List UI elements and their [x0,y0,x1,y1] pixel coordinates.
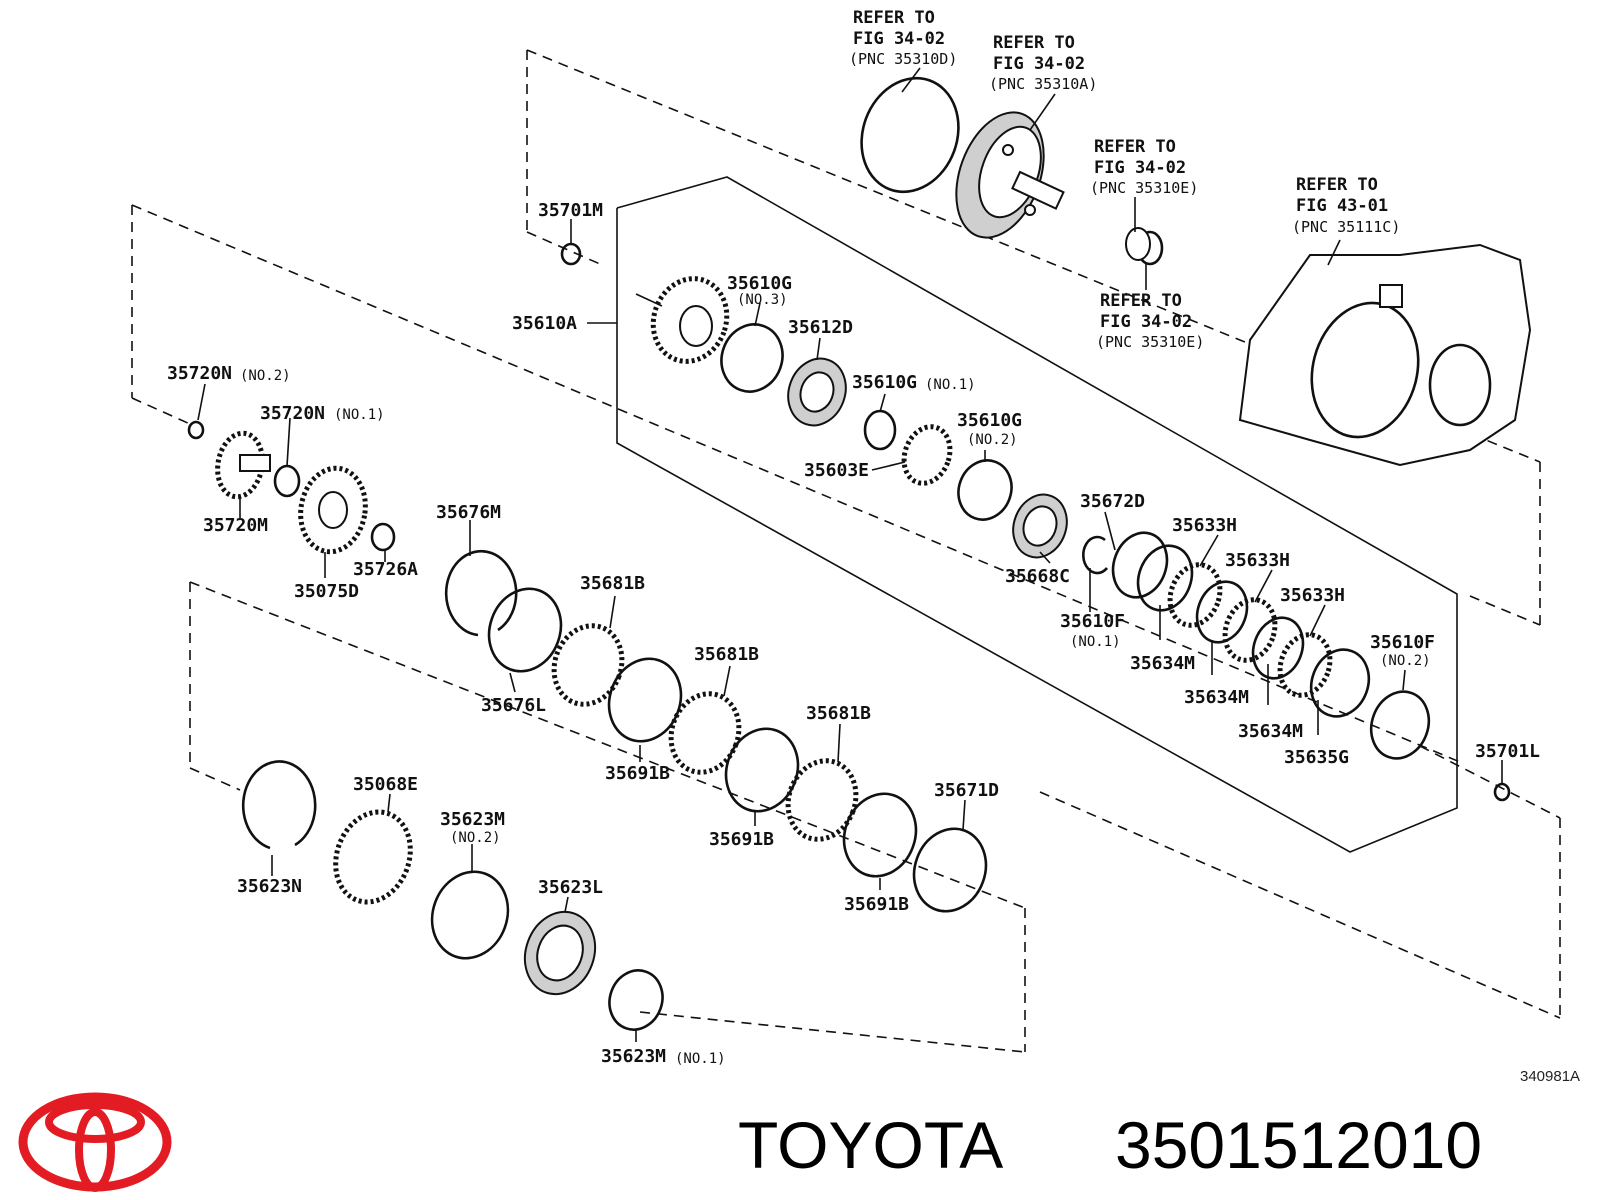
part-label: 35633H [1280,585,1345,606]
figure-id: 340981A [1520,1068,1580,1085]
reference-line3: (PNC 35310A) [989,75,1097,93]
part-label: 35635G [1284,747,1349,768]
part-drawings [187,76,1532,1031]
part-label: 35610G [957,410,1022,431]
reference-line2: FIG 43-01 [1296,196,1388,216]
part-label: 35610A [512,313,577,334]
part-label: 35720M [203,515,268,536]
part-note: (NO.1) [1070,634,1121,650]
clutch-drum-drawing [635,276,730,364]
reference-line1: REFER TO [1094,137,1176,157]
part-label: 35623M [601,1046,666,1067]
reference-line1: REFER TO [1100,291,1182,311]
part-label: 35623M [440,809,505,830]
part-label: 35672D [1080,491,1145,512]
part-label: 35691B [844,894,909,915]
part-label: 35671D [934,780,999,801]
reference-callout-1: REFER TO FIG 34-02 (PNC 35310D) [849,8,957,68]
boundary-lines [131,49,1561,1053]
part-label: 35681B [580,573,645,594]
reference-callout-2: REFER TO FIG 34-02 (PNC 35310A) [989,33,1097,93]
part-label: 35634M [1184,687,1249,708]
part-note: (NO.2) [1380,653,1431,669]
part-note: (NO.2) [450,830,501,846]
reference-line1: REFER TO [853,8,935,28]
part-number: 3501512010 [1115,1108,1482,1182]
part-note: (NO.1) [675,1051,726,1067]
part-label: 35610G [852,372,917,393]
toyota-logo [18,1092,172,1192]
reference-callout-4: REFER TO FIG 43-01 (PNC 35111C) [1292,175,1400,236]
part-label: 35681B [694,644,759,665]
part-label: 35612D [788,317,853,338]
part-label: 35634M [1238,721,1303,742]
part-label: 35720N [260,403,325,424]
reference-line3: (PNC 35310E) [1090,179,1198,197]
part-label: 35623L [538,877,603,898]
part-note: (NO.1) [925,377,976,393]
part-label: 35633H [1172,515,1237,536]
part-label: 35610G [727,273,792,294]
part-label: 35075D [294,581,359,602]
part-note: (NO.2) [967,432,1018,448]
part-label: 35603E [804,460,869,481]
reference-line2: FIG 34-02 [853,29,945,49]
part-note: (NO.3) [737,292,788,308]
part-labels: 35701M 35610A 35610G (NO.3) 35612D 35610… [167,200,1540,1067]
part-note: (NO.1) [334,407,385,423]
part-label: 35610F [1060,611,1125,632]
reference-line2: FIG 34-02 [1100,312,1192,332]
part-label: 35633H [1225,550,1290,571]
part-label: 35691B [709,829,774,850]
part-label: 35634M [1130,653,1195,674]
part-label: 35610F [1370,632,1435,653]
reference-line1: REFER TO [993,33,1075,53]
part-label: 35701M [538,200,603,221]
part-label: 35691B [605,763,670,784]
reference-line2: FIG 34-02 [1094,158,1186,178]
reference-line3: (PNC 35111C) [1292,218,1400,236]
reference-line3: (PNC 35310E) [1096,333,1204,351]
reference-callout-5: REFER TO FIG 34-02 (PNC 35310E) [1096,291,1204,351]
brand-name: TOYOTA [738,1108,1003,1182]
reference-callout-3: REFER TO FIG 34-02 (PNC 35310E) [1090,137,1198,197]
leader-lines [197,67,1503,1042]
part-note: (NO.2) [240,368,291,384]
part-label: 35701L [1475,741,1540,762]
reference-line1: REFER TO [1296,175,1378,195]
reference-line3: (PNC 35310D) [849,50,957,68]
part-label: 35676L [481,695,546,716]
part-label: 35623N [237,876,302,897]
part-label: 35668C [1005,566,1070,587]
part-label: 35681B [806,703,871,724]
part-label: 35068E [353,774,418,795]
part-label: 35720N [167,363,232,384]
part-label: 35676M [436,502,501,523]
transaxle-housing-drawing [1238,243,1532,467]
oil-pump-drawing [955,111,1065,239]
part-label: 35726A [353,559,418,580]
reference-line2: FIG 34-02 [993,54,1085,74]
